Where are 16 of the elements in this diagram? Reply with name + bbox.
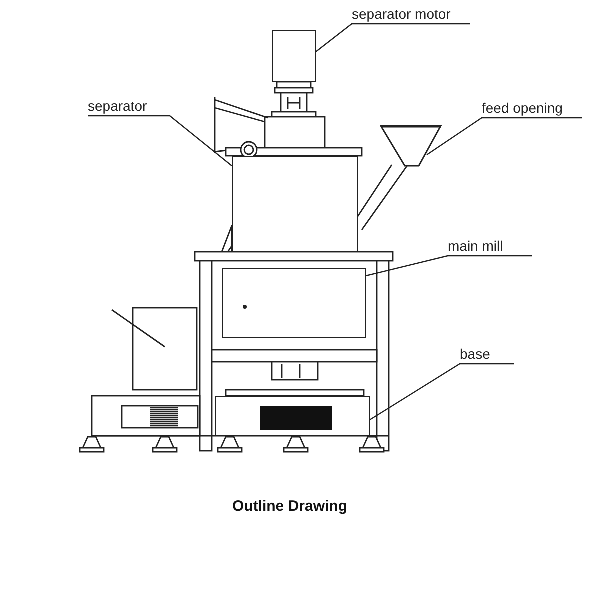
part-label: base	[460, 344, 490, 364]
leader-line	[366, 255, 532, 277]
motor-housing	[272, 30, 316, 82]
feed-hopper	[380, 125, 442, 167]
mill-housing	[222, 268, 366, 338]
leader-line	[426, 117, 582, 156]
part-label: main mill	[448, 236, 504, 256]
separator-cylinder	[232, 156, 358, 252]
leader-line	[316, 23, 470, 52]
caption: Outline Drawing	[231, 498, 348, 515]
part-label: separator	[88, 96, 148, 116]
base-frame	[215, 396, 370, 436]
leader-line	[370, 363, 514, 420]
part-label: separator motor	[352, 4, 451, 24]
leader-line	[88, 115, 232, 166]
part-label: feed opening	[482, 98, 563, 118]
